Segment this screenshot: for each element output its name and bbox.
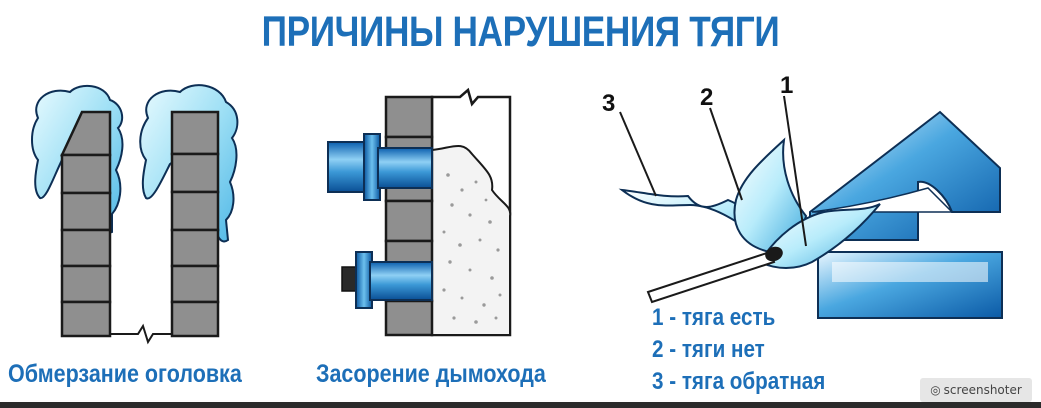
clogged-flue-illustration (327, 87, 512, 337)
label-number-1: 1 (780, 72, 794, 99)
legend-item-2: 2 - тяги нет (652, 336, 765, 363)
soot-deposit (431, 145, 512, 336)
flame-reverse-draft (618, 188, 781, 251)
legend-item-3: 3 - тяга обратная (652, 368, 826, 395)
label-number-3: 3 (602, 90, 616, 117)
legend-item-1: 1 - тяга есть (652, 304, 776, 331)
bottom-border (0, 402, 1041, 408)
draft-test-illustration (618, 95, 1003, 319)
watermark-badge: ◎ screenshoter (920, 378, 1032, 402)
label-number-2: 2 (700, 84, 714, 111)
camera-icon: ◎ (930, 383, 941, 397)
stove-base (817, 251, 1003, 319)
caption-frozen-cap: Обмерзание оголовка (8, 360, 242, 388)
flame-draft (758, 203, 881, 269)
watermark-text: screenshoter (943, 383, 1022, 397)
diagram-title: ПРИЧИНЫ НАРУШЕНИЯ ТЯГИ (261, 8, 780, 56)
frozen-chimney-illustration (31, 84, 239, 345)
match (646, 246, 783, 304)
caption-clogged-flue: Засорение дымохода (316, 360, 546, 388)
